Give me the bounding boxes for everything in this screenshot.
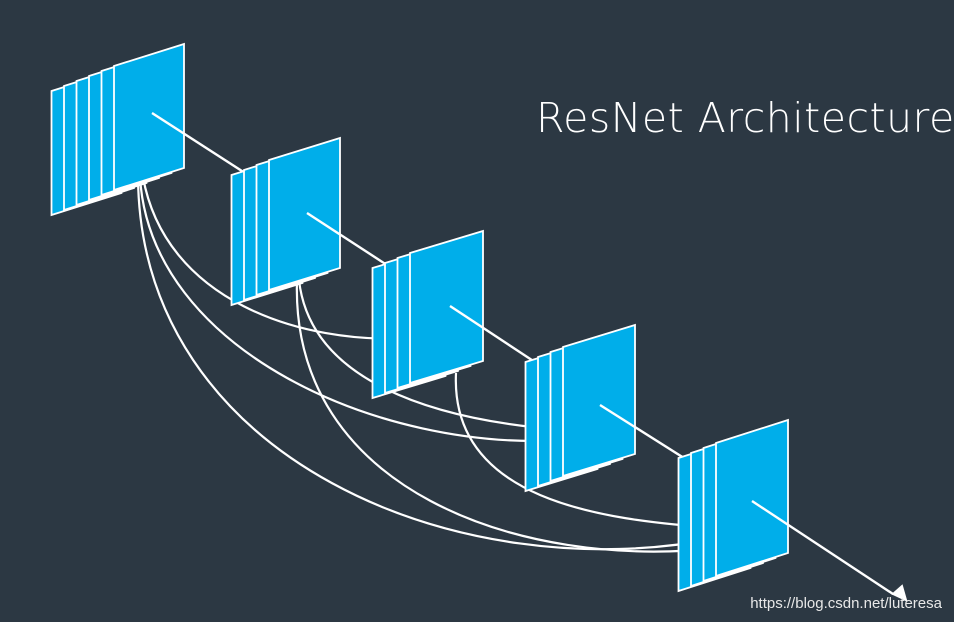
diagram-title: ResNet Architecture <box>536 94 954 142</box>
layer-stack <box>50 42 185 217</box>
watermark-text: https://blog.csdn.net/luteresa <box>750 595 942 612</box>
main-path-segment <box>151 111 185 135</box>
layer-group <box>50 42 789 593</box>
output-arrow-group <box>891 584 908 602</box>
main-path-segment <box>751 499 789 526</box>
skip-connection <box>295 279 719 553</box>
skip-connection <box>141 176 413 340</box>
feature-map-sheet <box>268 136 341 292</box>
main-path-segment <box>306 211 341 236</box>
skip-connection <box>138 176 566 442</box>
layer-stack <box>371 229 484 400</box>
main-path-segment <box>599 403 636 429</box>
layer-stack <box>230 136 341 307</box>
layer-stack <box>524 323 636 493</box>
feature-map-sheet <box>715 418 789 578</box>
main-path-segment <box>449 304 484 329</box>
feature-map-sheet <box>562 323 636 478</box>
feature-map-sheet <box>409 229 484 385</box>
feature-map-sheet <box>113 42 185 192</box>
skip-connection <box>454 372 718 530</box>
arrow-head-icon <box>891 584 908 602</box>
layer-stack <box>677 418 789 593</box>
